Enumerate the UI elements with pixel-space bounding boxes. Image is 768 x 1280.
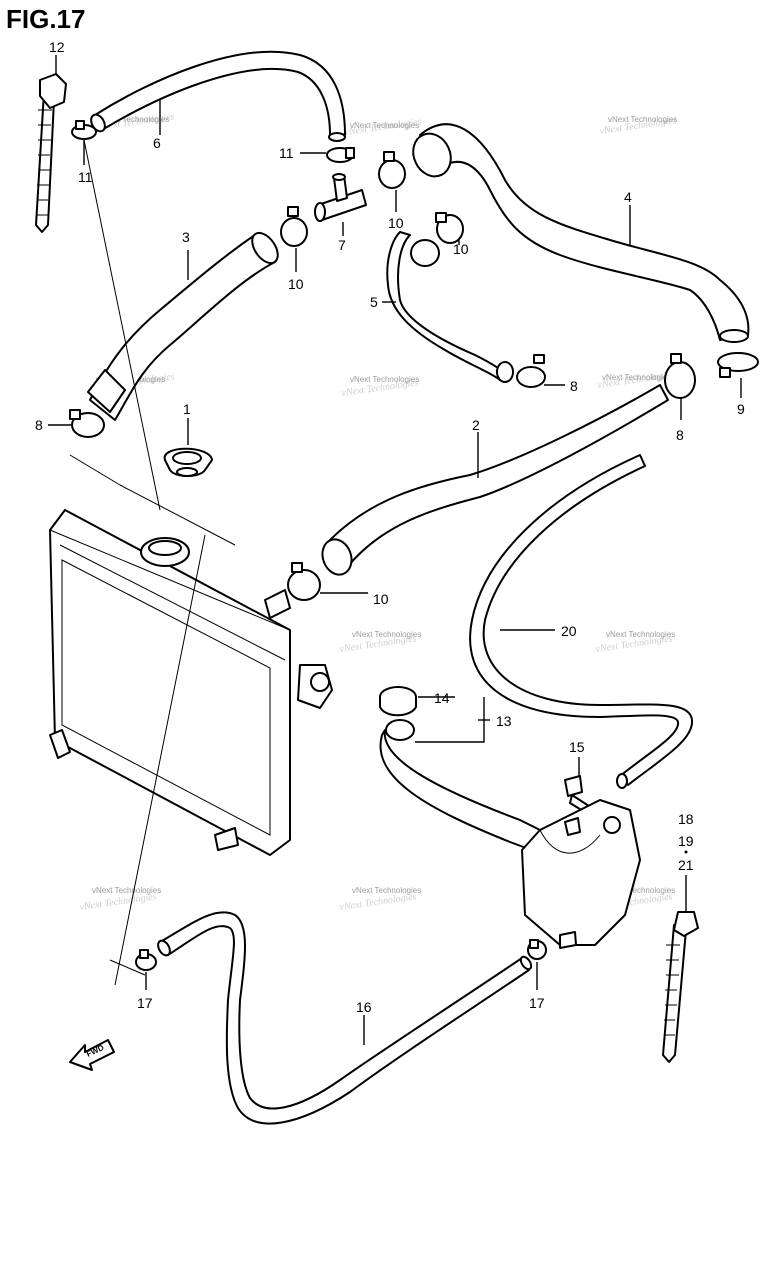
clamp-17-left: [135, 949, 157, 990]
clamp-8-left: [48, 409, 105, 438]
callout-10: 10: [288, 276, 304, 292]
callout-10: 10: [388, 215, 404, 231]
clamp-10-d: [287, 562, 368, 601]
leader-lines: [69, 139, 236, 986]
joint-7: [314, 173, 367, 236]
callout-8: 8: [570, 378, 578, 394]
callout-8: 8: [35, 417, 43, 433]
callout-8: 8: [676, 427, 684, 443]
watermark: vNext Technologies: [606, 630, 675, 639]
clamp-11-right: [300, 147, 355, 163]
watermark: vNext Technologies: [352, 886, 421, 895]
callout-14: 14: [434, 690, 450, 706]
callout-9: 9: [737, 401, 745, 417]
hose-2: [321, 384, 669, 576]
watermark: vNext Technologies: [350, 121, 419, 130]
callout-17: 17: [137, 995, 153, 1011]
watermark: vNext Technologies: [350, 375, 419, 384]
fwd-arrow-icon: [69, 1039, 115, 1071]
radiator-cap-1: [163, 418, 213, 477]
callout-21: 21: [678, 857, 694, 873]
callout-labels: 12 6 11 11 3 4 7 10 10 10 10 5 8 8 8 9 1…: [35, 39, 745, 1015]
figure-title: FIG.17: [6, 4, 85, 34]
hose-20: [469, 454, 694, 789]
callout-10: 10: [373, 591, 389, 607]
hose-5: [382, 231, 514, 383]
callout-7: 7: [338, 237, 346, 253]
callout-15: 15: [569, 739, 585, 755]
watermark: vNext Technologies: [602, 373, 671, 382]
callout-4: 4: [624, 189, 632, 205]
callout-11: 11: [78, 169, 93, 185]
hose-6: [90, 50, 346, 142]
cap-14: [379, 686, 455, 717]
watermark: vNext Technologies: [352, 630, 421, 639]
radiator: [49, 509, 333, 856]
clamp-9: [717, 352, 759, 398]
hose-4: [412, 123, 750, 343]
watermark: vNext Technologies: [100, 115, 169, 124]
cable-tie-21: [662, 850, 699, 1063]
callout-2: 2: [472, 417, 480, 433]
cable-tie-12: [35, 55, 67, 233]
clamp-10-c: [435, 212, 464, 245]
fwd-arrow: FWD: [69, 1039, 115, 1071]
reservoir-tank: [521, 799, 641, 949]
callout-19: 19: [678, 833, 694, 849]
clamp-11-left: [71, 120, 97, 165]
callout-5: 5: [370, 294, 378, 310]
watermark: vNext Technologies: [92, 886, 161, 895]
clamp-8-mid: [516, 354, 565, 388]
callout-17: 17: [529, 995, 545, 1011]
clamp-8-right: [664, 353, 696, 420]
hose-16: [157, 911, 533, 1125]
clamp-10-b: [378, 151, 406, 212]
hose-3: [87, 231, 279, 421]
callout-20: 20: [561, 623, 577, 639]
callout-11: 11: [279, 145, 294, 161]
callout-18: 18: [678, 811, 694, 827]
callout-3: 3: [182, 229, 190, 245]
callout-13: 13: [496, 713, 512, 729]
clamp-17-right: [527, 939, 547, 990]
callout-12: 12: [49, 39, 65, 55]
callout-1: 1: [183, 401, 191, 417]
hose-13: [379, 697, 551, 856]
callout-16: 16: [356, 999, 372, 1015]
watermark: vNext Technologies: [608, 115, 677, 124]
watermark: vNext Technologies: [606, 886, 675, 895]
clamp-10-a: [280, 206, 308, 272]
callout-6: 6: [153, 135, 161, 151]
callout-10: 10: [453, 241, 469, 257]
